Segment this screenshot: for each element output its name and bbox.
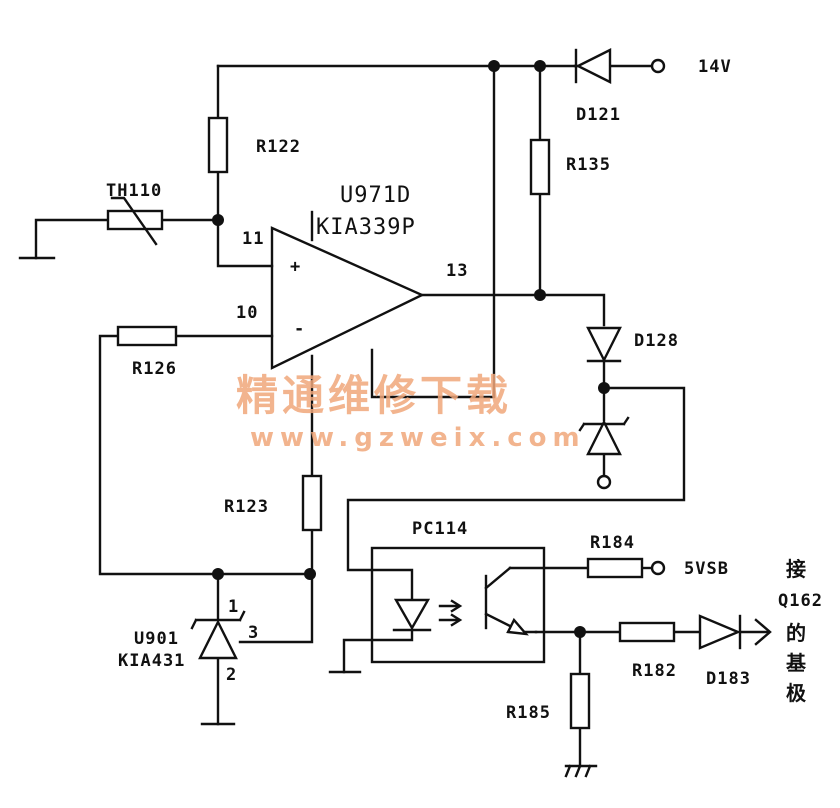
- r182-body: [618, 621, 676, 643]
- label-pin-11: 11: [242, 229, 264, 249]
- label-plus-sign: +: [290, 257, 301, 277]
- label-pin-13: 13: [446, 261, 468, 281]
- junctions: [212, 60, 610, 638]
- label-u901-pin2: 2: [226, 665, 237, 685]
- terminals: [596, 58, 666, 576]
- label-pc114: PC114: [412, 519, 468, 539]
- r122-body: [207, 116, 229, 174]
- watermark-site-name: 精通维修下载: [236, 371, 512, 420]
- thermistor-th110: [106, 196, 164, 246]
- label-u901: U901: [134, 629, 179, 649]
- label-d121: D121: [576, 105, 621, 125]
- label-5vsb: 5VSB: [684, 559, 729, 579]
- r126-body: [116, 325, 178, 347]
- optocoupler-pc114: [370, 546, 546, 664]
- label-r135: R135: [566, 155, 611, 175]
- r135-body: [529, 138, 551, 196]
- note-line-3: 的: [786, 621, 806, 645]
- watermark: 精通维修下载 www.gzweix.com: [236, 371, 586, 453]
- label-u901-pin3: 3: [248, 623, 259, 643]
- label-r182: R182: [632, 661, 677, 681]
- label-u901-pin1: 1: [228, 597, 239, 617]
- note-line-1: 接: [786, 557, 806, 581]
- label-kia431: KIA431: [118, 651, 185, 671]
- comparator-symbol: [270, 226, 425, 370]
- label-r184: R184: [590, 533, 635, 553]
- label-u971d: U971D: [340, 183, 411, 208]
- note-line-5: 极: [786, 681, 807, 705]
- arrow-to-q162-icon: [754, 618, 772, 646]
- terminal-14v: [650, 58, 666, 74]
- label-r185: R185: [506, 703, 551, 723]
- resistors: [116, 116, 676, 730]
- label-minus-sign: -: [294, 319, 305, 339]
- label-r126: R126: [132, 359, 177, 379]
- label-d183: D183: [706, 669, 751, 689]
- terminal-5vsb: [650, 560, 666, 576]
- labels: 14V D121 R122 R135 TH110 U971D KIA339P 1…: [106, 57, 823, 723]
- note-line-2: Q162: [778, 591, 823, 611]
- label-r122: R122: [256, 137, 301, 157]
- shunt-regulator-u901-symbol: [190, 610, 246, 660]
- label-14v: 14V: [698, 57, 732, 77]
- terminal-zener: [596, 474, 612, 490]
- diode-d183: [698, 614, 742, 650]
- wires: [18, 64, 770, 778]
- diode-d121: [573, 48, 612, 84]
- r185-body: [569, 672, 591, 730]
- diode-d128: [586, 326, 622, 363]
- r184-body: [586, 557, 644, 579]
- note-line-4: 基: [786, 651, 807, 675]
- label-d128: D128: [634, 331, 679, 351]
- label-kia339p: KIA339P: [316, 215, 416, 240]
- zener-diode: [578, 416, 630, 456]
- label-pin-10: 10: [236, 303, 258, 323]
- r123-body: [301, 474, 323, 532]
- label-th110: TH110: [106, 181, 162, 201]
- watermark-url: www.gzweix.com: [250, 423, 586, 453]
- label-r123: R123: [224, 497, 269, 517]
